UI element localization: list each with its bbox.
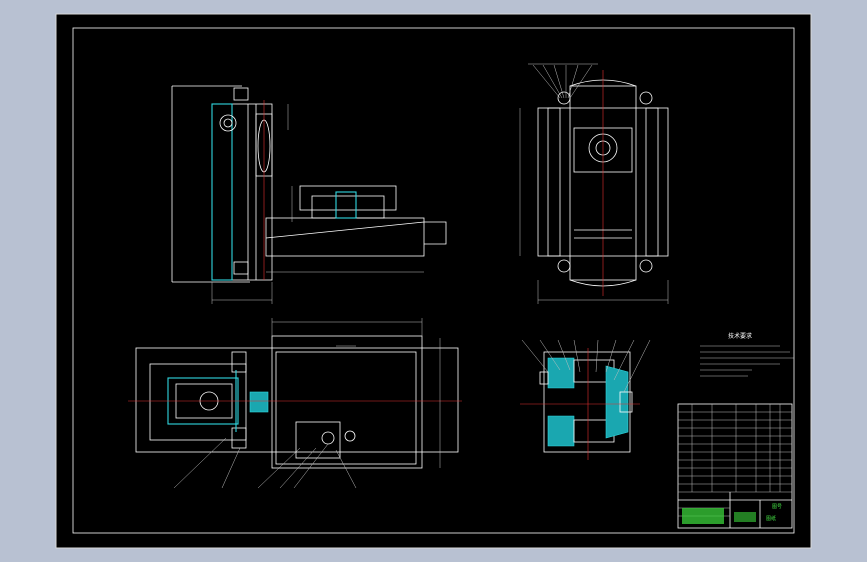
side-elevation-view (171, 85, 447, 304)
leader-group-section (521, 339, 651, 393)
leader-group-top-right (528, 63, 598, 99)
plan-view (128, 318, 462, 489)
notes-title: 技术要求 (728, 332, 752, 340)
drawing-border (72, 27, 795, 534)
technical-notes: 技术要求 (700, 332, 794, 377)
sheet-label: 图号 (772, 504, 782, 510)
drawing-code: 图纸 (766, 515, 776, 522)
drawing-sheet[interactable] (55, 13, 812, 549)
title-block: 图纸 图号 (677, 403, 793, 529)
front-elevation-view (519, 63, 669, 304)
section-view (520, 339, 651, 460)
